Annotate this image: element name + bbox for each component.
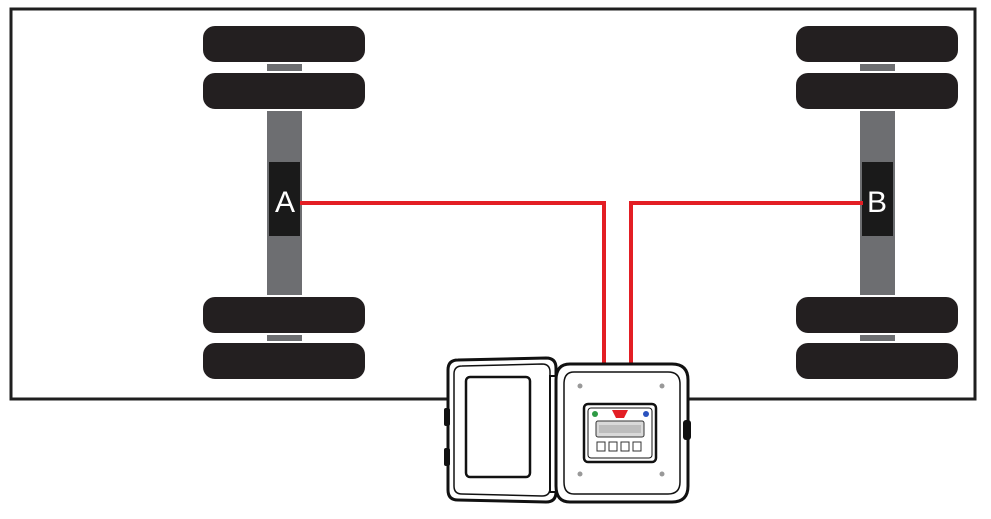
wire-b — [629, 201, 863, 368]
brand-logo — [612, 410, 628, 418]
tire-icon — [794, 24, 960, 64]
control-box-body — [554, 362, 691, 504]
axle-b-label: B — [867, 186, 887, 219]
tire-icon — [794, 71, 960, 111]
axle-a-label: A — [275, 186, 295, 219]
tire-icon — [201, 295, 367, 335]
wire-a — [300, 201, 606, 368]
display-module — [582, 402, 658, 464]
status-led-blue — [643, 411, 649, 417]
axle-a-group: A — [201, 24, 367, 381]
tire-icon — [201, 71, 367, 111]
tire-icon — [794, 341, 960, 381]
key-button — [632, 441, 642, 452]
load-sensor-icon — [862, 162, 893, 236]
status-led-green — [592, 411, 598, 417]
tire-icon — [201, 341, 367, 381]
key-button — [608, 441, 618, 452]
axle-b-group: B — [794, 24, 960, 381]
control-box-icon — [444, 356, 691, 504]
tire-icon — [794, 295, 960, 335]
control-box-door — [444, 356, 558, 504]
key-button — [596, 441, 606, 452]
key-button — [620, 441, 630, 452]
load-sensor-icon — [269, 162, 300, 236]
tire-icon — [201, 24, 367, 64]
